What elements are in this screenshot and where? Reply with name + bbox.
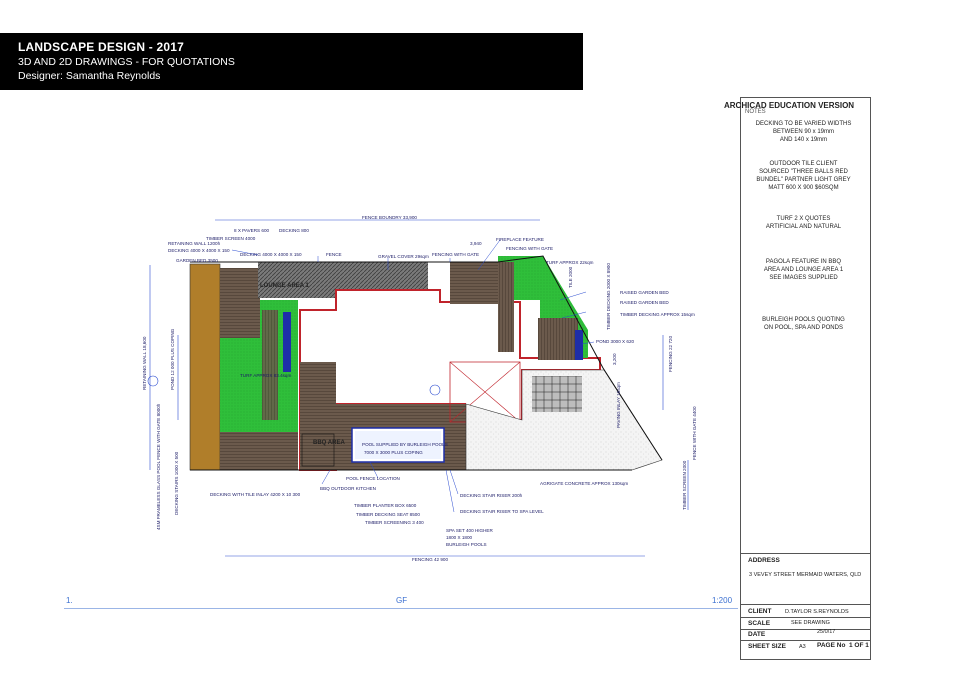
label-fencing-gate-2: FENCING WITH GATE [506, 246, 553, 251]
address-label: ADDRESS [748, 557, 780, 564]
label-pool: POOL SUPPLIED BY BURLEIGH POOLS [362, 442, 448, 447]
sheet-size-label: SHEET SIZE [748, 643, 786, 650]
pond-small [575, 330, 583, 360]
paving-inlay [532, 376, 582, 412]
raised-garden-bed [538, 318, 578, 360]
label-raised-2: RAISED GARDEN BED [620, 300, 669, 305]
header-designer: Designer: Samantha Reynolds [18, 70, 161, 82]
pool-water [355, 431, 441, 459]
label-pool-size: 7000 X 3000 PLUS COPING [364, 450, 423, 455]
label-pavers: 8 X PAVERS 600 [234, 228, 270, 233]
pagola-lines [449, 361, 521, 423]
header-subtitle: 3D AND 2D DRAWINGS - FOR QUOTATIONS [18, 56, 235, 68]
notes-label: NOTES [745, 109, 766, 115]
label-fence-with-gate: FENCE WITH GATE 4400 [692, 406, 697, 460]
label-timber-decking-15: TIMBER DECKING APPROX 15sqm [620, 312, 695, 317]
label-dim-3940: 3,940 [470, 241, 482, 246]
scale-label: SCALE [748, 620, 771, 627]
grid-line [64, 608, 738, 609]
label-spa-3: BURLEIGH POOLS [446, 542, 487, 547]
label-screening: TIMBER SCREENING 3 400 [365, 520, 424, 525]
lounge-decking [220, 268, 260, 338]
label-turf-83: TURF APPROX 83.4sqm [240, 373, 291, 378]
label-planter: TIMBER PLANTER BOX 6500 [354, 503, 417, 508]
decking-strip [262, 310, 278, 420]
header-banner: LANDSCAPE DESIGN - 2017 3D AND 2D DRAWIN… [0, 33, 583, 90]
date-label: DATE [748, 631, 766, 638]
label-aggregate: AGRIGATE CONCRETE APPROX 130sqm [540, 481, 628, 486]
watermark: ARCHICAD EDUCATION VERSION [724, 101, 855, 110]
label-fencing-22: FENCING 22 720 [668, 336, 673, 372]
level-label: GF [396, 596, 408, 605]
north-marker [147, 375, 441, 396]
fence-line [190, 255, 663, 461]
label-decking-4000a: DECKING 4000 X 4000 X 150 [168, 248, 230, 253]
label-fireplace: FIREPLACE FEATURE [496, 237, 544, 242]
sheet-size-value: A3 [799, 644, 806, 650]
divider [741, 604, 870, 605]
label-fence: FENCE [326, 252, 342, 257]
label-timber-decking-side: TIMBER DECKING 2000 X 8900 [606, 263, 611, 330]
label-timber-screen: TIMBER SCREEN 4000 [206, 236, 256, 241]
label-raised-1: RAISED GARDEN BED [620, 290, 669, 295]
leader-lines [231, 239, 595, 513]
garden-bed [189, 263, 221, 471]
label-lounge: LOUNGE AREA 1 [260, 283, 310, 289]
divider [741, 640, 870, 641]
label-bbq-area: BBQ AREA [313, 440, 345, 446]
label-decking-stairs: DECKING STAIRS 1000 X 500 [174, 451, 179, 515]
deck-inner [300, 362, 336, 470]
header-title: LANDSCAPE DESIGN - 2017 [18, 40, 184, 54]
label-decking-tile: DECKING WITH TILE INLAY 4200 X 10 300 [210, 492, 301, 497]
label-gravel: GRAVEL COVER 29sqm [378, 254, 429, 259]
label-garden-bed: GARDEN BED 3500 [176, 258, 218, 263]
address-value: 3 VEVEY STREET MERMAID WATERS, QLD [749, 572, 862, 578]
title-block: ARCHICAD EDUCATION VERSION NOTES DECKING… [724, 97, 871, 660]
label-stair-riser-spa: DECKING STAIR RISER TO SPA LEVEL [460, 509, 544, 514]
label-dim-3200: 3,200 [612, 353, 617, 365]
page-value: 1 OF 1 [849, 642, 869, 649]
label-tile: TILE 2000 [568, 266, 573, 288]
divider [741, 617, 870, 618]
label-spa-2: 1800 X 1800 [446, 535, 473, 540]
label-decking-800: DECKING 800 [279, 228, 309, 233]
label-paving: PAVING INLAY 16sqm [616, 382, 621, 428]
divider [741, 629, 870, 630]
client-value: D.TAYLOR S.REYNOLDS [785, 609, 849, 615]
side-decking [498, 262, 514, 352]
label-pond-12000: POND 12 000 PLUS COPING [170, 328, 175, 390]
label-pool-fence-loc: POOL FENCE LOCATION [346, 476, 400, 481]
label-fence-boundry: FENCE BOUNDRY 33,900 [362, 215, 417, 220]
view-number: 1. [66, 596, 73, 605]
label-decking-seat: TIMBER DECKING SEAT 8500 [356, 512, 420, 517]
label-retaining-wall: RETAINING WALL 18,600 [142, 336, 147, 390]
label-fencing-gate-1: FENCING WITH GATE [432, 252, 479, 257]
label-decking-4000b: DECKING 4000 X 4000 X 150 [240, 252, 302, 257]
date-value: 25/0/17 [817, 629, 836, 635]
label-fencing-42: FENCING 42 900 [412, 557, 448, 562]
bbq-box [301, 433, 335, 467]
pond-vertical [283, 312, 291, 372]
label-retaining-1200: RETAINING WALL 1200h [168, 241, 221, 246]
label-stair-riser-200: DECKING STAIR RISER 200h [460, 493, 523, 498]
scale-value: SEE DRAWING [791, 620, 830, 626]
client-label: CLIENT [748, 608, 772, 615]
label-turf-22: TURF APPROX 22sqm [546, 260, 594, 265]
divider [741, 553, 870, 554]
label-spa-1: SPA SET 400 HIGHER [446, 528, 493, 533]
scale-label-footer: 1:200 [712, 596, 733, 605]
label-timber-screen-2: TIMBER SCREEN 2000 [682, 460, 687, 510]
fireplace-deck [450, 262, 498, 304]
label-pond-3000: POND 3000 X 620 [596, 339, 634, 344]
decking-bottom [220, 432, 298, 470]
page-label: PAGE No [817, 642, 846, 649]
label-bbq-kitchen: BBQ OUTDOOR KITCHEN [320, 486, 376, 491]
label-glass-pool-fence: 4SM FRAMELESS GLASS POOL FENCE WITH GATE… [156, 403, 161, 530]
